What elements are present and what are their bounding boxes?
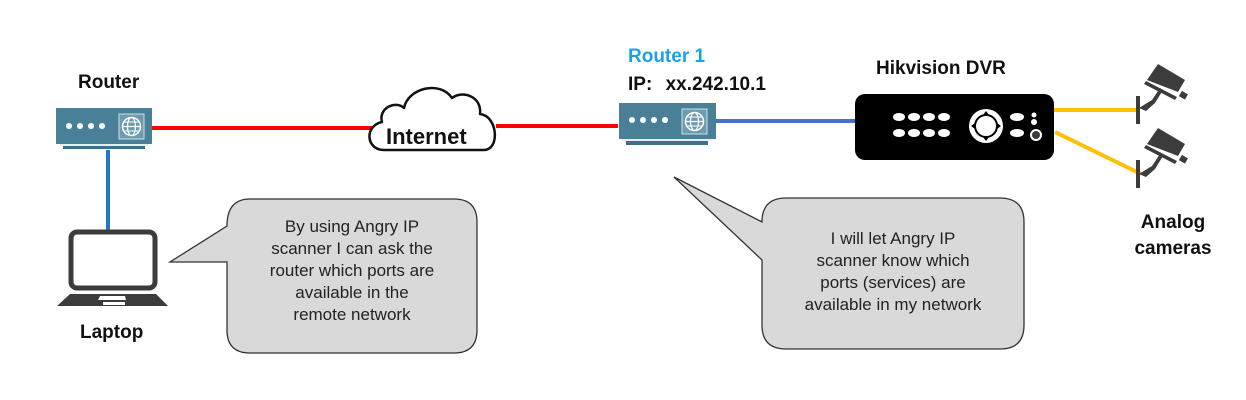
router-1-ip-label: IP: <box>628 74 653 95</box>
bubble-left-line: available in the <box>295 283 409 302</box>
speech-bubble-right: I will let Angry IP scanner know which p… <box>766 228 1020 316</box>
cameras-label-line-1: Analog <box>1140 212 1206 233</box>
dvr-label: Hikvision DVR <box>876 58 1006 79</box>
router-left-label: Router <box>78 72 140 93</box>
speech-bubble-left-shape <box>167 198 478 354</box>
internet-label: Internet <box>386 124 467 149</box>
router-1-icon <box>619 103 716 145</box>
bubble-right-line: I will let Angry IP <box>830 229 956 248</box>
bubble-left-line: remote network <box>293 305 411 324</box>
dvr-icon <box>855 94 1054 160</box>
bubble-left-line: router which ports are <box>269 261 435 280</box>
bubble-right-line: ports (services) are <box>820 273 966 292</box>
camera-1-icon <box>1136 64 1188 124</box>
link-dvr-camera2 <box>1054 130 1142 176</box>
bubble-left-line: By using Angry IP <box>284 217 420 236</box>
laptop-label: Laptop <box>80 322 144 343</box>
router-1-label: Router 1 <box>628 46 706 67</box>
speech-bubble-left: By using Angry IP scanner I can ask the … <box>232 216 472 326</box>
camera-2-icon <box>1136 128 1188 188</box>
bubble-right-line: scanner know which <box>816 251 970 270</box>
router-1-ip-value: xx.242.10.1 <box>665 74 766 95</box>
bubble-left-line: scanner I can ask the <box>271 239 433 258</box>
speech-bubble-right-shape <box>673 176 1025 350</box>
router-1-ip: IP: xx.242.10.1 <box>628 74 766 96</box>
internet-cloud-icon <box>368 86 497 152</box>
laptop-icon <box>57 229 168 306</box>
router-left-icon <box>56 108 152 149</box>
cameras-label-line-2: cameras <box>1134 238 1212 259</box>
cameras-label: Analog cameras <box>1118 212 1228 260</box>
bubble-right-line: available in my network <box>804 295 982 314</box>
